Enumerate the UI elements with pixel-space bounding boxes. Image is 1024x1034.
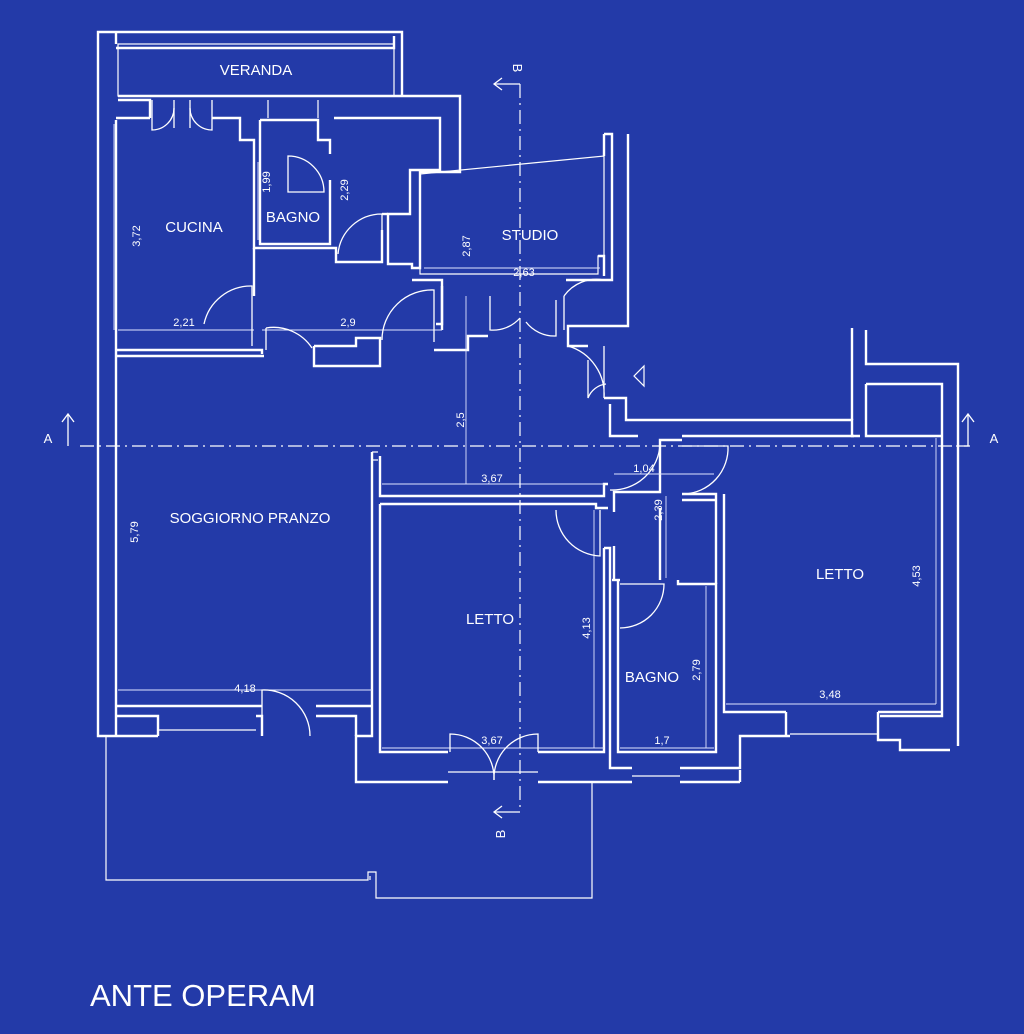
dim-letto-center-top-w: 3,67 (481, 473, 502, 485)
dim-soggiorno-h: 5,79 (129, 521, 141, 542)
dim-bagno-bottom-h: 2,79 (691, 659, 703, 680)
dim-studio-w: 2,63 (513, 267, 534, 279)
room-label-bagno-top: BAGNO (266, 209, 320, 226)
walls (96, 30, 960, 784)
dim-disimpegno-w: 1,04 (633, 463, 654, 475)
dim-letto-right-w: 3,48 (819, 689, 840, 701)
room-label-bagno-bottom: BAGNO (625, 669, 679, 686)
section-label-a-right: A (990, 431, 999, 446)
drawing-title: ANTE OPERAM (90, 978, 316, 1013)
room-label-studio: STUDIO (502, 227, 559, 244)
dimension-lines (113, 124, 937, 749)
dim-corridoio-w: 2,9 (340, 317, 355, 329)
terrace-outline (105, 736, 593, 899)
room-label-letto-right: LETTO (816, 566, 864, 583)
section-markers (61, 77, 975, 819)
dim-soggiorno-w: 4,18 (234, 683, 255, 695)
dim-disimpegno-h: 2,29 (339, 179, 351, 200)
studio-hatch (419, 155, 605, 275)
section-label-b-bottom: B (493, 830, 508, 839)
dim-cucina-h: 3,72 (131, 225, 143, 246)
section-label-b-top: B (510, 64, 525, 73)
dim-letto-center-bottom-w: 3,67 (481, 735, 502, 747)
room-label-soggiorno: SOGGIORNO PRANZO (170, 510, 331, 527)
dim-disimpegno2-h: 2,39 (653, 499, 665, 520)
room-label-veranda: VERANDA (220, 62, 293, 79)
room-label-cucina: CUCINA (165, 219, 223, 236)
dim-ingresso-h: 2,5 (455, 412, 467, 427)
dim-letto-right-h: 4,53 (911, 565, 923, 586)
section-label-a-left: A (44, 431, 53, 446)
dim-studio-h: 2,87 (461, 235, 473, 256)
doors (151, 100, 729, 781)
room-label-letto-center: LETTO (466, 611, 514, 628)
dim-bagno-bottom-w: 1,7 (654, 735, 669, 747)
dim-letto-center-h: 4,13 (581, 617, 593, 638)
dim-bagno-top-h: 1,99 (261, 171, 273, 192)
dim-cucina-w: 2,21 (173, 317, 194, 329)
